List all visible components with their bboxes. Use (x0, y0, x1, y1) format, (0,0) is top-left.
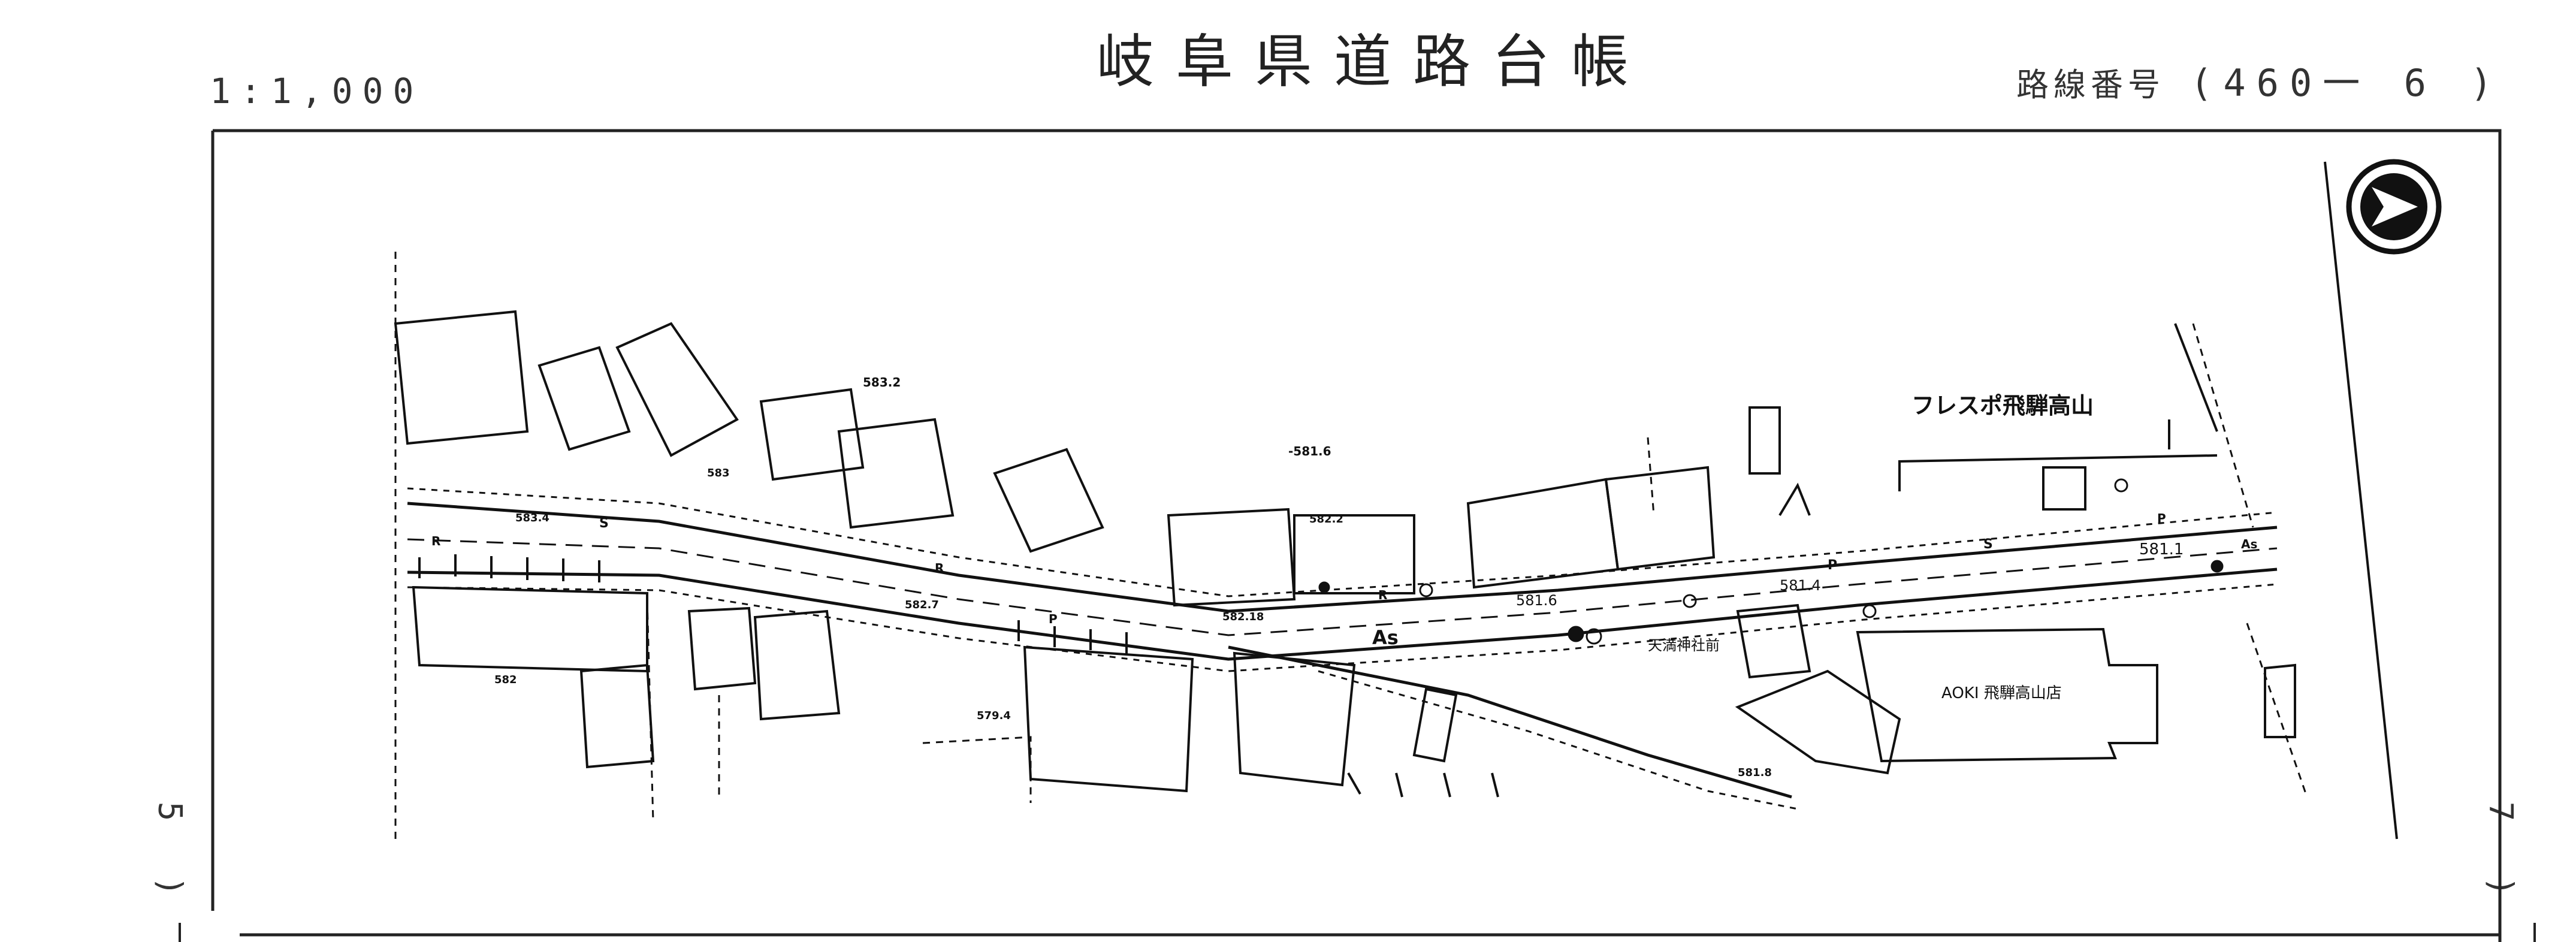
parcel-boundaries (394, 252, 2308, 839)
route-number-value: (460一 6 ) (2190, 61, 2503, 105)
elevation-label: 583.4 (515, 512, 549, 524)
elevation-label: 582.7 (905, 599, 939, 611)
main-road (407, 487, 2278, 672)
elevation-label: 582.2 (1309, 513, 1343, 526)
parking-mark: P (2157, 511, 2166, 526)
curb-mark: R (935, 561, 944, 575)
buildings (394, 310, 2296, 793)
landmark-shrine: 天満神社前 (1648, 637, 1720, 654)
road-tick-marks (418, 554, 1499, 798)
frontage-lines (1778, 161, 2398, 840)
map-title: 岐阜県道路台帳 (1097, 28, 1650, 95)
map-scale: 1:1,000 (210, 71, 424, 111)
pavement-mark: As (1372, 626, 1399, 649)
sidewalk-mark: S (599, 516, 609, 531)
elevation-label: -581.6 (1288, 444, 1331, 458)
sidewalk-mark: S (1983, 537, 1993, 552)
parking-mark: P (1049, 612, 1058, 626)
map-frame (179, 129, 2536, 942)
landmark-fresupo: フレスポ飛騨高山 (1911, 393, 2094, 419)
elevation-label: 582.18 (1222, 611, 1264, 623)
elevation-label: 581.8 (1738, 766, 1772, 779)
pavement-mark: As (2241, 537, 2257, 551)
elevation-label: 581.6 (1516, 592, 1557, 609)
branch-road (1228, 645, 1798, 810)
north-arrow-icon (2346, 159, 2442, 255)
curb-mark: R (1378, 588, 1387, 602)
elevation-label: 581.1 (2139, 541, 2184, 558)
elevation-label: 583 (707, 467, 730, 479)
curb-mark: R (431, 534, 440, 548)
parking-mark: P (1828, 558, 1837, 573)
elevation-label: 581.4 (1780, 577, 1821, 594)
utility-symbols (1318, 478, 2224, 645)
route-number-label: 路線番号 (2016, 66, 2165, 104)
elevation-label: 579.4 (977, 709, 1011, 722)
landmark-aoki: AOKI 飛騨高山店 (1941, 684, 2062, 702)
elevation-label: 582 (494, 674, 517, 686)
elevation-label: 583.2 (863, 375, 901, 390)
